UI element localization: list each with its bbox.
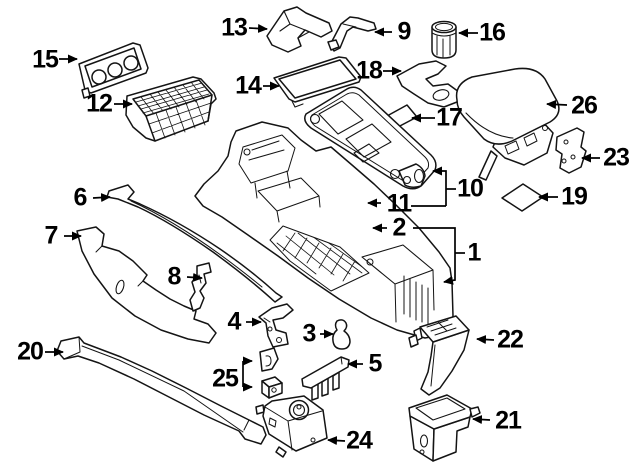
part-callout-24: 24	[346, 426, 373, 455]
part-callout-16: 16	[479, 18, 506, 47]
part-callout-17: 17	[436, 103, 463, 132]
part-9-retainer-strip	[327, 16, 377, 52]
part-12-rubber-mat	[125, 76, 217, 142]
part-callout-5: 5	[368, 349, 383, 378]
part-26-armrest	[455, 67, 560, 181]
part-callout-2: 2	[392, 213, 407, 242]
part-5-guide-rail	[301, 356, 350, 401]
part-callout-26: 26	[571, 91, 598, 120]
part-15-switch-panel	[78, 42, 149, 99]
part-18-liner-mat	[396, 60, 460, 108]
part-19-foam-pad	[501, 183, 544, 212]
part-callout-18: 18	[356, 56, 383, 85]
part-4-support-bracket	[258, 303, 294, 348]
part-callout-3: 3	[302, 319, 317, 348]
part-14-trim-lid	[273, 56, 362, 108]
part-13-storage-tray	[266, 6, 333, 53]
part-callout-14: 14	[235, 71, 262, 100]
part-25-clip-set	[259, 347, 283, 399]
part-callout-19: 19	[561, 182, 588, 211]
part-8-corner-bracket	[189, 262, 212, 312]
part-callout-22: 22	[497, 325, 524, 354]
part-callout-6: 6	[73, 183, 88, 212]
part-callout-8: 8	[167, 262, 182, 291]
part-7-side-panel	[76, 226, 217, 344]
part-callout-23: 23	[603, 143, 630, 172]
part-callout-12: 12	[86, 89, 113, 118]
part-callout-7: 7	[44, 221, 59, 250]
callout-leader-lines	[45, 24, 600, 446]
part-callout-20: 20	[17, 337, 44, 366]
part-24-switch-unit	[255, 395, 328, 458]
part-16-cupholder-insert	[431, 20, 457, 59]
part-callout-21: 21	[495, 406, 522, 435]
part-23-mounting-plate	[555, 127, 587, 174]
part-callout-15: 15	[32, 45, 59, 74]
part-callout-4: 4	[227, 307, 242, 336]
part-6-side-trim-strip	[106, 184, 283, 303]
part-20-sill-rail	[56, 336, 267, 445]
part-callout-11: 11	[386, 189, 412, 218]
part-callout-13: 13	[221, 13, 248, 42]
part-22-rear-vent-panel	[408, 315, 470, 396]
part-callout-1: 1	[467, 238, 482, 267]
part-21-storage-bin	[408, 394, 481, 462]
part-10-upper-trim-panel	[304, 86, 437, 190]
part-callout-9: 9	[397, 17, 412, 46]
part-3-small-lamp	[332, 319, 351, 350]
part-callout-25: 25	[212, 364, 239, 393]
part-callout-10: 10	[457, 174, 484, 203]
